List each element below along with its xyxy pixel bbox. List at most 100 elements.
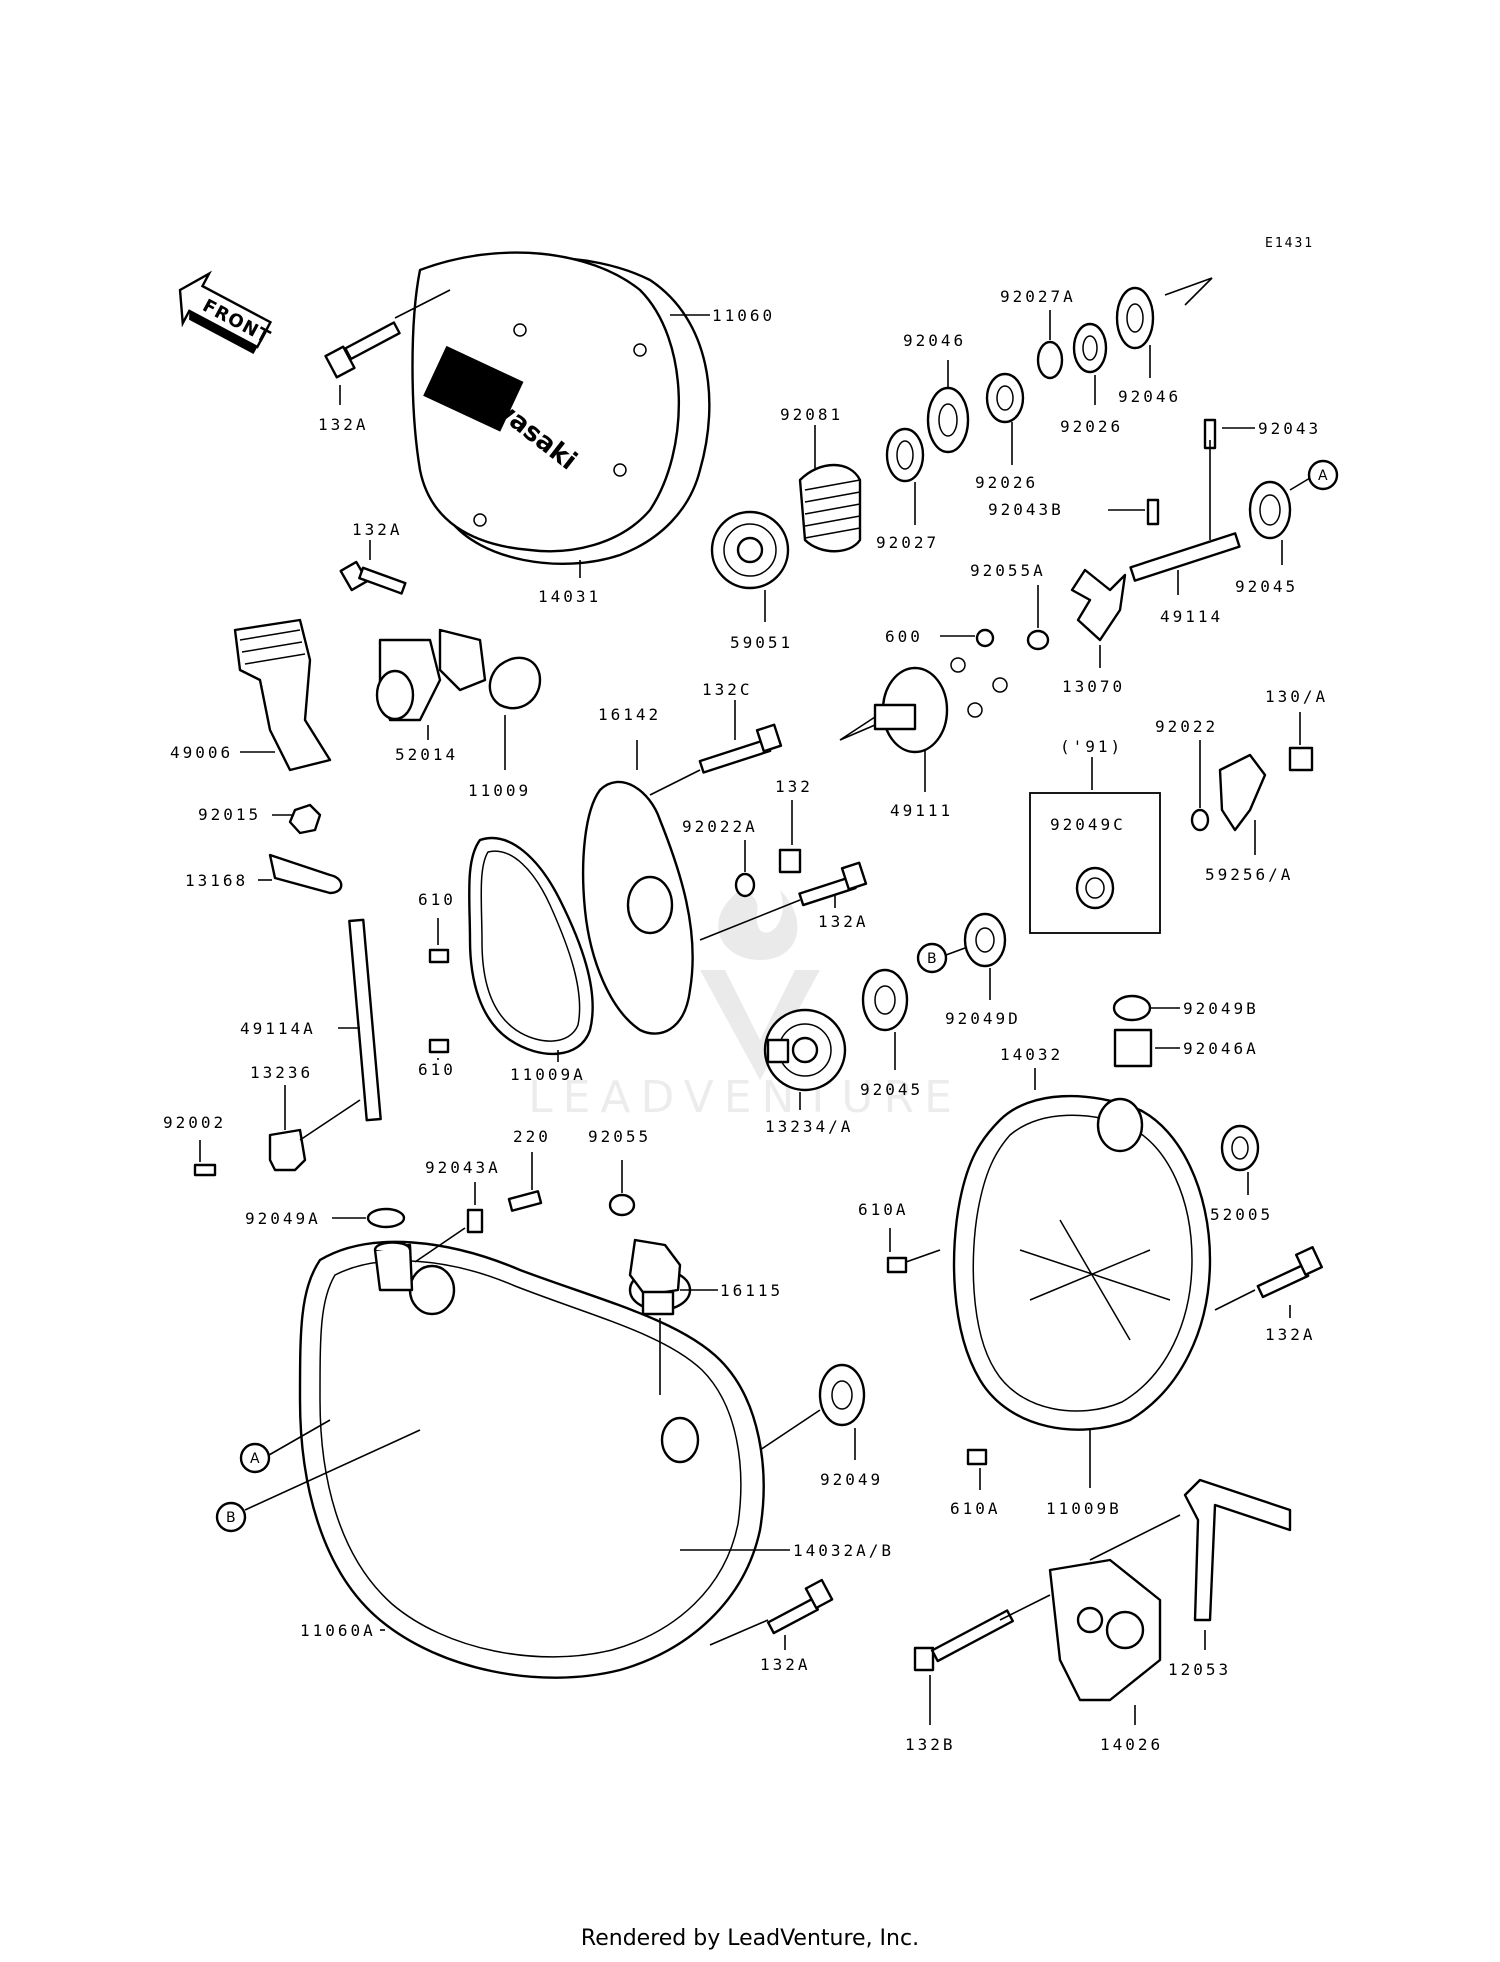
- part-label-13236: 13236: [250, 1063, 313, 1082]
- bearing-92046a: [1113, 1028, 1153, 1068]
- part-label-132c: 132C: [702, 680, 753, 699]
- gear-59051: [710, 510, 790, 590]
- bolt-132b: [913, 1609, 1014, 1672]
- gear-13234a: [763, 1008, 847, 1092]
- seal-52005: [1220, 1124, 1260, 1172]
- bolt-130a: [1288, 746, 1314, 772]
- part-label-132a-top: 132A: [318, 415, 369, 434]
- part-label-132b: 132B: [905, 1735, 956, 1754]
- part-label-11060: 11060: [712, 306, 775, 325]
- o-ring-92055a: [1026, 629, 1050, 651]
- part-label-92026-a: 92026: [975, 473, 1038, 492]
- part-label-14026: 14026: [1100, 1735, 1163, 1754]
- part-label-92049c: 92049C: [1050, 815, 1126, 834]
- bracket-12053: [1183, 1478, 1292, 1622]
- part-label-92043b: 92043B: [988, 500, 1064, 519]
- screw-92002: [193, 1163, 217, 1177]
- part-label-92027a: 92027A: [1000, 287, 1076, 306]
- part-label-52005: 52005: [1210, 1205, 1273, 1224]
- part-label-14031: 14031: [538, 587, 601, 606]
- clutch-cover: Kawasaki: [411, 251, 711, 566]
- part-label-132a-right: 132A: [1265, 1325, 1316, 1344]
- shaft-49114a: [348, 918, 382, 1122]
- part-label-14032ab: 14032A/B: [793, 1541, 894, 1560]
- watermark-text: LEADVENTURE: [528, 1072, 962, 1123]
- part-label-92026-b: 92026: [1060, 417, 1123, 436]
- seal-92049b: [1112, 994, 1152, 1022]
- part-label-92049d: 92049D: [945, 1009, 1021, 1028]
- washer-92046-a: [926, 386, 970, 454]
- part-label-13070: 13070: [1062, 677, 1125, 696]
- part-label-92081: 92081: [780, 405, 843, 424]
- washer-92022: [1190, 808, 1210, 832]
- ref-marker-a-top: [1307, 459, 1339, 491]
- part-label-92043a: 92043A: [425, 1158, 501, 1177]
- part-label-600: 600: [885, 627, 923, 646]
- diagram-code: E1431: [1265, 236, 1314, 251]
- part-label-130a: 130/A: [1265, 687, 1328, 706]
- pin-92043a: [466, 1208, 484, 1234]
- washer-92026-a: [985, 372, 1025, 424]
- watermark-logo: [700, 890, 820, 1080]
- part-label-132a-bottom: 132A: [760, 1655, 811, 1674]
- ref-marker-a-bottom-label: A: [250, 1451, 260, 1467]
- pump-shaft-49111: [839, 666, 949, 754]
- bolt-132a-right: [1256, 1246, 1324, 1299]
- part-label-49111: 49111: [890, 801, 953, 820]
- ref-marker-b-mid: [916, 942, 948, 974]
- part-label-49114: 49114: [1160, 607, 1223, 626]
- inset-box-91: [1029, 792, 1161, 934]
- part-label-220: 220: [513, 1127, 551, 1146]
- part-label-16115: 16115: [720, 1281, 783, 1300]
- pin-610-a: [428, 948, 450, 964]
- part-label-92055: 92055: [588, 1127, 651, 1146]
- bolt-132c: [698, 723, 783, 774]
- clip-13236: [268, 1128, 307, 1172]
- part-label-11009a: 11009A: [510, 1065, 586, 1084]
- clutch-cover-14032: [952, 1094, 1212, 1431]
- part-label-59051: 59051: [730, 633, 793, 652]
- part-label-610a-a: 610A: [858, 1200, 909, 1219]
- part-label-132a-2: 132A: [352, 520, 403, 539]
- washer-92022a: [734, 872, 756, 898]
- bolt-220: [507, 1190, 543, 1212]
- part-label-610-a: 610: [418, 890, 456, 909]
- bolt-132a: [324, 321, 401, 379]
- pin-610-b: [428, 1038, 450, 1054]
- part-label-132a-mid: 132A: [818, 912, 869, 931]
- bearing-92049c: [1075, 866, 1115, 910]
- ref-marker-b-bottom: [215, 1501, 247, 1533]
- part-label-92045-b: 92045: [860, 1080, 923, 1099]
- washer-92027: [885, 427, 925, 483]
- bolt-132a-bottom: [766, 1578, 834, 1635]
- part-label-92049b: 92049B: [1183, 999, 1259, 1018]
- impeller-13070: [1070, 568, 1127, 642]
- ball-600: [975, 628, 995, 648]
- nut-92015: [288, 803, 322, 835]
- ring-92027a: [1036, 340, 1064, 380]
- model-note: ('91): [1060, 737, 1123, 756]
- lever-13168: [268, 853, 343, 895]
- part-label-92002: 92002: [163, 1113, 226, 1132]
- part-label-92046-a: 92046: [903, 331, 966, 350]
- front-arrow-icon: FRONT: [178, 270, 274, 355]
- part-label-92045-a: 92045: [1235, 577, 1298, 596]
- part-label-13234a: 13234/A: [765, 1117, 853, 1136]
- part-label-132: 132: [775, 777, 813, 796]
- footer-credit: Rendered by LeadVenture, Inc.: [581, 1926, 919, 1951]
- part-label-92049a: 92049A: [245, 1209, 321, 1228]
- crankcase-cover-14032ab: [298, 1240, 765, 1679]
- part-label-92027: 92027: [876, 533, 939, 552]
- plate-59256a: [1218, 753, 1267, 832]
- rubber-boot: [233, 618, 332, 772]
- pin-610a-a: [886, 1256, 908, 1274]
- spring-92081: [798, 463, 862, 553]
- part-label-92049: 92049: [820, 1470, 883, 1489]
- gasket-11009: [488, 656, 542, 710]
- shaft-49114: [1129, 532, 1241, 582]
- part-label-92022a: 92022A: [682, 817, 758, 836]
- o-ring-92055: [608, 1193, 636, 1217]
- part-label-59256a: 59256/A: [1205, 865, 1293, 884]
- pin-610a-b: [966, 1448, 988, 1466]
- ref-marker-b-mid-label: B: [927, 951, 937, 967]
